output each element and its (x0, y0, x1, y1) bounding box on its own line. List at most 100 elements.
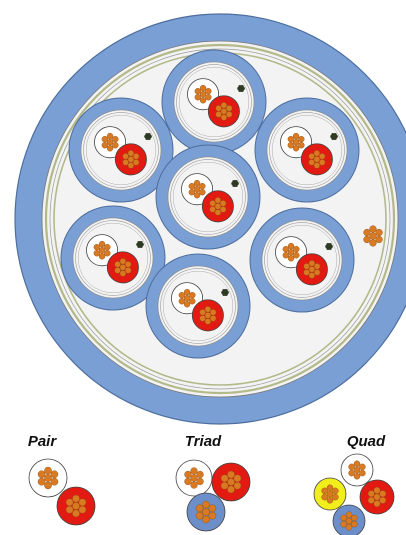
strand (98, 253, 106, 260)
conductor-strands (188, 179, 206, 199)
strand (287, 242, 295, 250)
strand (190, 481, 198, 489)
strand (104, 243, 111, 251)
strand (208, 511, 217, 520)
conductor-strands (303, 260, 321, 279)
blue-core (186, 492, 226, 532)
pair-element (254, 97, 360, 203)
white-core (171, 282, 204, 315)
strand (119, 270, 127, 277)
strand (292, 132, 300, 140)
strand (209, 200, 216, 207)
strand (132, 153, 140, 160)
pair-screen-line (83, 112, 159, 188)
red-core (359, 479, 395, 515)
red-core (106, 251, 139, 284)
strand (220, 108, 228, 115)
strand (119, 258, 127, 265)
conductor-strands (184, 467, 204, 489)
strand (196, 477, 204, 486)
strand (101, 142, 108, 149)
white-core (187, 78, 220, 111)
twisted-pair-icon (28, 458, 96, 526)
white-core (181, 173, 214, 206)
strand (114, 261, 121, 268)
pair-screen-line (172, 161, 244, 233)
strand (199, 189, 206, 196)
strand (127, 162, 135, 169)
strand (214, 209, 222, 216)
strand (287, 142, 294, 149)
strand (183, 288, 191, 296)
strand (225, 105, 233, 112)
red-core (295, 253, 328, 286)
strand (78, 505, 87, 514)
strand (199, 97, 207, 104)
strand (303, 263, 310, 270)
strand (195, 511, 204, 520)
pair-screen-line (85, 114, 157, 186)
red-core (191, 299, 224, 332)
yellow-core (313, 477, 347, 511)
strand (220, 474, 229, 483)
conductor-strands (363, 225, 383, 247)
strand (199, 315, 206, 322)
conductor-strands (220, 470, 242, 494)
strand (220, 481, 229, 490)
strand (37, 477, 46, 486)
strand (318, 153, 326, 160)
strand (303, 269, 310, 276)
conductor-strands (65, 494, 87, 518)
strand (184, 470, 192, 479)
strand (293, 245, 300, 253)
strand (106, 132, 114, 140)
white-core (28, 458, 68, 498)
strand (363, 228, 371, 237)
strand (44, 474, 52, 482)
strand (184, 477, 192, 486)
strand (199, 182, 206, 190)
quad-label: Quad (347, 433, 386, 450)
strand (340, 520, 347, 528)
pair-screen-line (271, 114, 343, 186)
red-core (207, 95, 240, 128)
strand (282, 245, 289, 253)
strand (345, 517, 353, 525)
drain-wire (136, 240, 144, 248)
strand (313, 269, 321, 276)
strand (132, 159, 140, 166)
strand (233, 474, 242, 483)
strand (292, 145, 300, 152)
strand (367, 496, 375, 504)
conductor-strands (287, 132, 305, 152)
white-core (340, 453, 374, 487)
strand (219, 206, 227, 213)
strand (44, 466, 52, 475)
strand (298, 142, 305, 149)
strand (313, 263, 321, 270)
strand (220, 102, 228, 109)
legend: Pair Triad Quad (28, 433, 395, 535)
strand (72, 502, 80, 510)
strand (195, 504, 204, 513)
strand (308, 272, 316, 279)
strand (318, 159, 326, 166)
pair-screen-line (162, 270, 234, 342)
strand (65, 498, 74, 507)
conductor-strands (93, 240, 111, 260)
strand (202, 500, 210, 509)
pair-screen-line (269, 112, 345, 188)
strand (233, 481, 242, 490)
strand (127, 150, 135, 157)
pair-screen-line (170, 159, 246, 235)
strand (72, 494, 80, 503)
strand (326, 496, 334, 504)
strand (44, 481, 52, 490)
strand (359, 463, 366, 471)
strand (209, 206, 216, 213)
strand (373, 493, 381, 501)
red-core (211, 462, 251, 502)
strand (193, 192, 201, 199)
pair-screen-line (77, 222, 149, 294)
strand (308, 159, 315, 166)
